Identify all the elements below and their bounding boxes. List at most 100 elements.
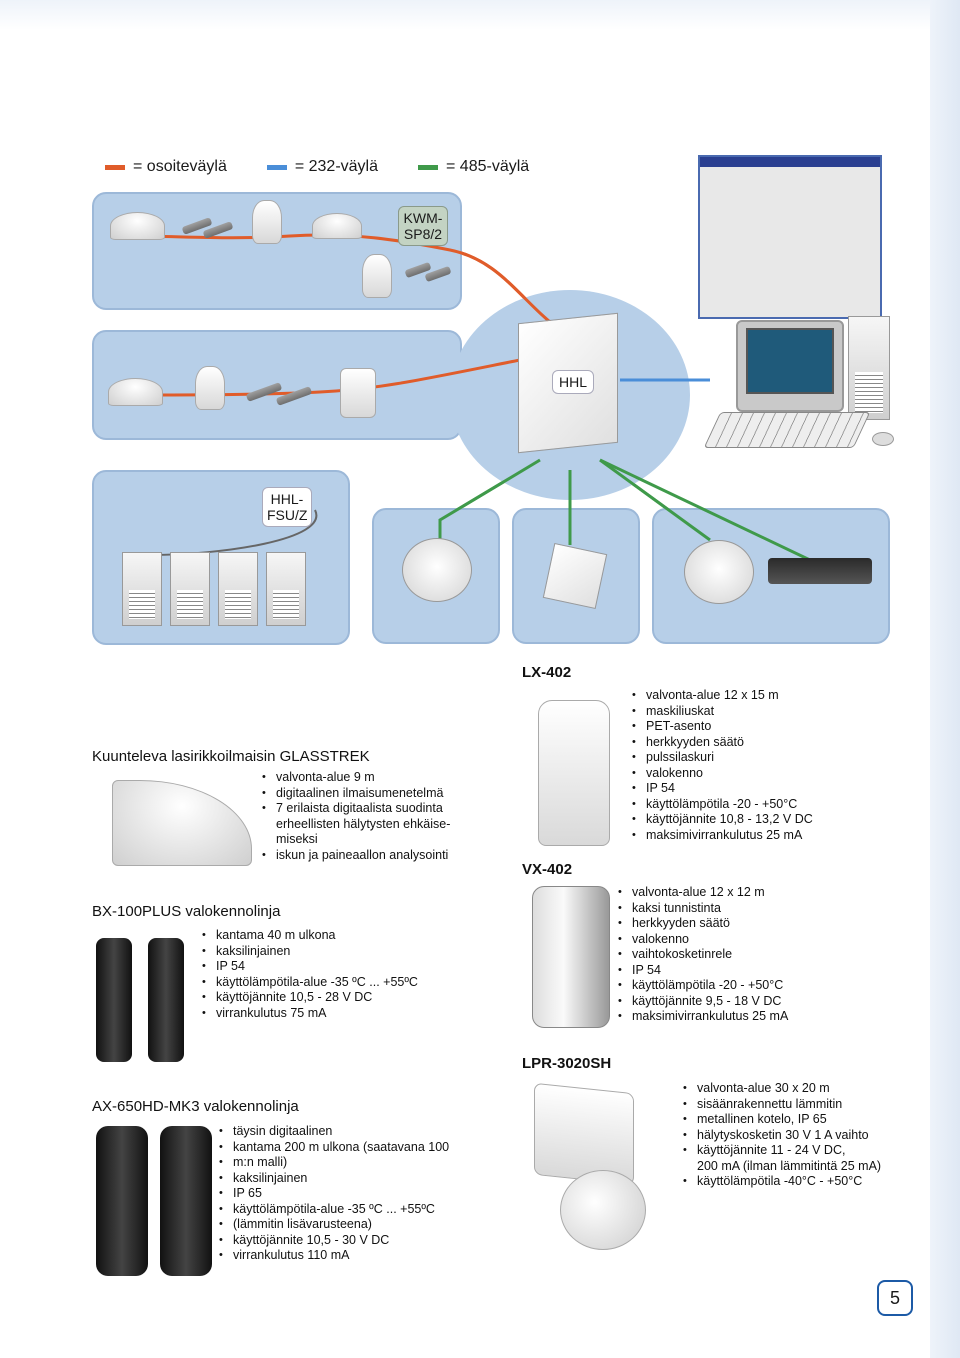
pir-detector-icon: [362, 254, 392, 298]
legend-label: = 485-väylä: [446, 158, 530, 175]
feature-item: IP 54: [632, 781, 813, 797]
dual-detector-icon: [340, 368, 376, 418]
vx402-features: valvonta-alue 12 x 12 m kaksi tunnistint…: [618, 885, 788, 1025]
legend-item-address-bus: = osoiteväylä: [105, 158, 227, 176]
glasstrek-features: valvonta-alue 9 m digitaalinen ilmaisume…: [262, 770, 450, 863]
orange-address-line-mid-front: [129, 358, 521, 397]
input-unit-rack-icon: [122, 552, 162, 626]
lpr3020-bracket-photo: [560, 1170, 646, 1250]
feature-item: herkkyyden säätö: [632, 735, 813, 751]
glassbreak-detector-icon: [110, 212, 165, 240]
feature-item: IP 65: [219, 1186, 449, 1202]
feature-item: valokenno: [632, 766, 813, 782]
legend-swatch-blue: [266, 164, 287, 170]
monitor-screen: [746, 328, 834, 394]
feature-item: virrankulutus 110 mA: [219, 1248, 449, 1264]
orange-address-line-top-front: [129, 233, 561, 332]
pir-detector-icon: [252, 200, 282, 244]
ax650-title: AX-650HD-MK3 valokennolinja: [92, 1098, 299, 1115]
monitor-icon: [736, 320, 844, 412]
pir-detector-icon: [195, 366, 225, 410]
feature-item: valokenno: [618, 932, 788, 948]
recorder-device-icon: [768, 558, 872, 584]
feature-item: maskiliuskat: [632, 704, 813, 720]
keyboard-icon: [703, 412, 871, 448]
feature-item: kaksilinjainen: [202, 944, 418, 960]
green-485-line-4-front: [599, 458, 811, 562]
status-panel-icon: [542, 542, 608, 610]
green-485-line-1-front: [438, 458, 541, 540]
glassbreak-detector-icon: [108, 378, 163, 406]
vx402-product-photo: [532, 886, 610, 1028]
bx100-beam-photo: [148, 938, 184, 1062]
feature-item: käyttöjännite 10,5 - 28 V DC: [202, 990, 418, 1006]
feature-item: virrankulutus 75 mA: [202, 1006, 418, 1022]
feature-item: käyttöjännite 10,8 - 13,2 V DC: [632, 812, 813, 828]
feature-item: kantama 200 m ulkona (saatavana 100: [219, 1140, 449, 1156]
legend-item-232-bus: = 232-väylä: [266, 158, 379, 176]
feature-item: 200 mA (ilman lämmitintä 25 mA): [697, 1158, 882, 1173]
lx402-title: LX-402: [522, 664, 572, 681]
feature-item: herkkyyden säätö: [618, 916, 788, 932]
feature-item: käyttöjännite 11 - 24 V DC,: [683, 1143, 881, 1159]
bx100-beam-photo: [96, 938, 132, 1062]
hhl-label: HHL: [552, 370, 594, 394]
mouse-icon: [872, 432, 894, 446]
feature-item: miseksi: [276, 832, 318, 846]
feature-item: käyttölämpötila-alue -35 ºC ... +55ºC: [202, 975, 418, 991]
glasstrek-product-photo: [112, 780, 252, 866]
feature-item: IP 54: [618, 963, 788, 979]
input-unit-rack-icon: [170, 552, 210, 626]
input-unit-rack-icon: [266, 552, 306, 626]
feature-item: valvonta-alue 9 m: [262, 770, 450, 786]
ax650-beam-photo: [96, 1126, 148, 1276]
feature-item: PET-asento: [632, 719, 813, 735]
feature-item: metallinen kotelo, IP 65: [683, 1112, 881, 1128]
keypad-icon: [684, 540, 754, 604]
feature-item: käyttölämpötila -20 - +50°C: [632, 797, 813, 813]
feature-item: iskun ja paineaallon analysointi: [262, 848, 450, 864]
lx402-features: valvonta-alue 12 x 15 m maskiliuskat PET…: [632, 688, 813, 843]
feature-item: käyttöjännite 9,5 - 18 V DC: [618, 994, 788, 1010]
legend-swatch-green: [418, 164, 439, 170]
feature-item: käyttölämpötila-alue -35 ºC ... +55ºC: [219, 1202, 449, 1218]
feature-item: valvonta-alue 12 x 15 m: [632, 688, 813, 704]
lpr3020-features: valvonta-alue 30 x 20 m sisäänrakennettu…: [683, 1081, 881, 1190]
legend-swatch-orange: [105, 164, 125, 170]
feature-item: sisäänrakennettu lämmitin: [683, 1097, 881, 1113]
bx100-features: kantama 40 m ulkona kaksilinjainen IP 54…: [202, 928, 418, 1021]
keypad-icon: [402, 538, 472, 602]
feature-item: vaihtokosketinrele: [618, 947, 788, 963]
lpr3020-title: LPR-3020SH: [522, 1055, 612, 1072]
legend-label: = osoiteväylä: [133, 158, 227, 175]
legend-item-485-bus: = 485-väylä: [418, 158, 529, 176]
vx402-title: VX-402: [522, 861, 573, 878]
top-shade: [0, 0, 960, 30]
ax650-features: täysin digitaalinen kantama 200 m ulkona…: [219, 1124, 449, 1264]
feature-item: kantama 40 m ulkona: [202, 928, 418, 944]
input-unit-rack-icon: [218, 552, 258, 626]
hhl-fsu-label: HHL- FSU/Z: [262, 487, 312, 527]
feature-item: maksimivirrankulutus 25 mA: [632, 828, 813, 844]
feature-item: IP 54: [202, 959, 418, 975]
glasstrek-title: Kuunteleva lasirikkoilmaisin GLASSTREK: [92, 748, 370, 765]
feature-item: hälytyskosketin 30 V 1 A vaihto: [683, 1128, 881, 1144]
feature-item: täysin digitaalinen: [219, 1124, 449, 1140]
feature-item: erheellisten hälytysten ehkäise-: [276, 816, 451, 831]
lpr3020-product-photo: [534, 1082, 634, 1186]
glassbreak-detector-icon: [312, 213, 362, 239]
feature-item: m:n malli): [219, 1155, 449, 1171]
bx100-title: BX-100PLUS valokennolinja: [92, 903, 281, 920]
software-window-screenshot: [698, 155, 882, 319]
bus-legend: = osoiteväylä = 232-väylä = 485-väylä: [105, 158, 529, 176]
software-window-titlebar: [700, 157, 880, 167]
feature-item: maksimivirrankulutus 25 mA: [618, 1009, 788, 1025]
feature-item: (lämmitin lisävarusteena): [219, 1217, 449, 1233]
feature-item: käyttölämpötila -20 - +50°C: [618, 978, 788, 994]
feature-item: 7 erilaista digitaalista suodinta: [262, 801, 450, 817]
lx402-product-photo: [538, 700, 610, 846]
page-number: 5: [877, 1280, 913, 1316]
feature-item: käyttölämpötila -40°C - +50°C: [683, 1174, 881, 1190]
legend-label: = 232-väylä: [294, 158, 379, 175]
